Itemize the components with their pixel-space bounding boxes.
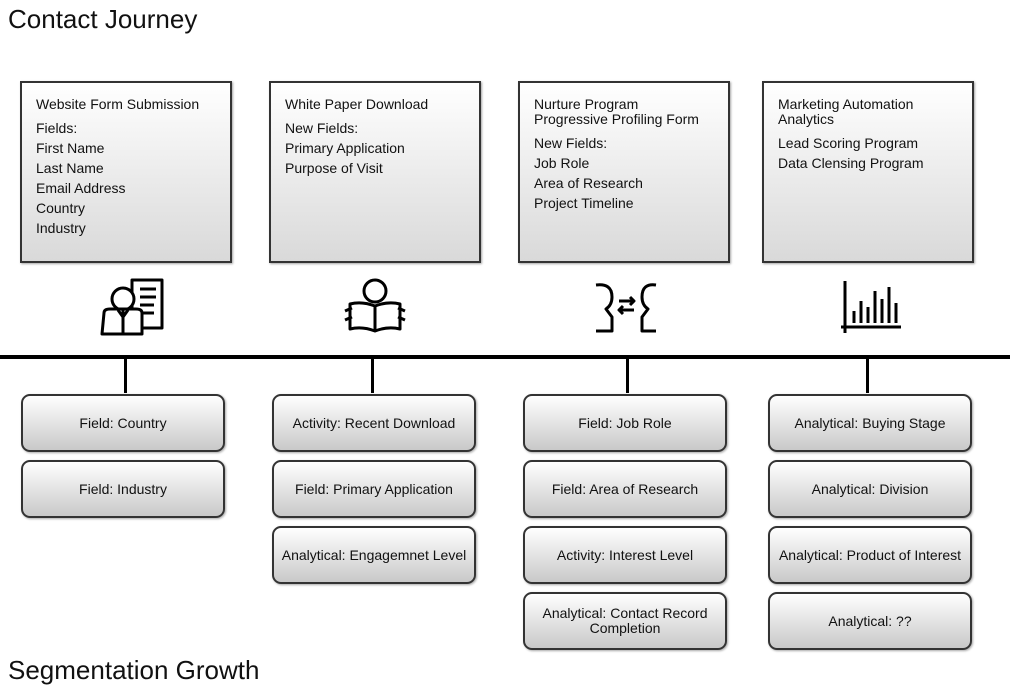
stage-line: New Fields: [285,120,359,136]
segment-activity-recent-download: Activity: Recent Download [272,394,476,452]
stage-line: Fields: [36,120,78,136]
stage-line: Project Timeline [534,195,634,211]
segment-field-area-of-research: Field: Area of Research [523,460,727,518]
timeline-tick [124,357,127,393]
stage-line: Data Clensing Program [778,155,924,171]
stage-line: First Name [36,140,105,156]
timeline-tick [626,357,629,393]
stage-line: Email Address [36,180,126,196]
stage-line: Area of Research [534,175,643,191]
segment-analytical-product-of-interest: Analytical: Product of Interest [768,526,972,584]
stage-line: Country [36,200,86,216]
stage-title: White Paper Download [285,96,429,112]
stage-title: Marketing Automation Analytics [778,96,914,127]
timeline-tick [866,357,869,393]
segment-field-job-role: Field: Job Role [523,394,727,452]
stage-line: Lead Scoring Program [778,135,919,151]
stage-card-marketing-automation: Marketing Automation Analytics Lead Scor… [762,81,974,263]
segment-field-industry: Field: Industry [21,460,225,518]
stage-card-white-paper: White Paper Download New Fields: Primary… [269,81,481,263]
contact-journey-heading: Contact Journey [8,4,198,34]
timeline-tick [371,357,374,393]
person-with-document-icon [100,278,164,336]
two-people-exchange-icon [595,283,657,333]
stage-line: Job Role [534,155,590,171]
segmentation-growth-heading: Segmentation Growth [8,655,260,685]
stage-line: Primary Application [285,140,405,156]
bar-chart-icon [841,281,901,333]
segment-field-country: Field: Country [21,394,225,452]
stage-line: Industry [36,220,86,236]
stage-line: New Fields: [534,135,608,151]
stage-card-website-form: Website Form Submission Fields: First Na… [20,81,232,263]
stage-card-nurture-program: Nurture Program Progressive Profiling Fo… [518,81,730,263]
stage-title: Nurture Program Progressive Profiling Fo… [534,96,699,127]
segment-analytical-buying-stage: Analytical: Buying Stage [768,394,972,452]
segment-analytical-unknown: Analytical: ?? [768,592,972,650]
person-reading-icon [344,278,406,333]
segment-field-primary-application: Field: Primary Application [272,460,476,518]
segment-analytical-contact-record-completion: Analytical: Contact Record Completion [523,592,727,650]
segment-analytical-engagement-level: Analytical: Engagemnet Level [272,526,476,584]
journey-timeline [0,355,1010,359]
segment-analytical-division: Analytical: Division [768,460,972,518]
segment-activity-interest-level: Activity: Interest Level [523,526,727,584]
stage-line: Last Name [36,160,104,176]
stage-title: Website Form Submission [36,96,200,112]
stage-line: Purpose of Visit [285,160,383,176]
